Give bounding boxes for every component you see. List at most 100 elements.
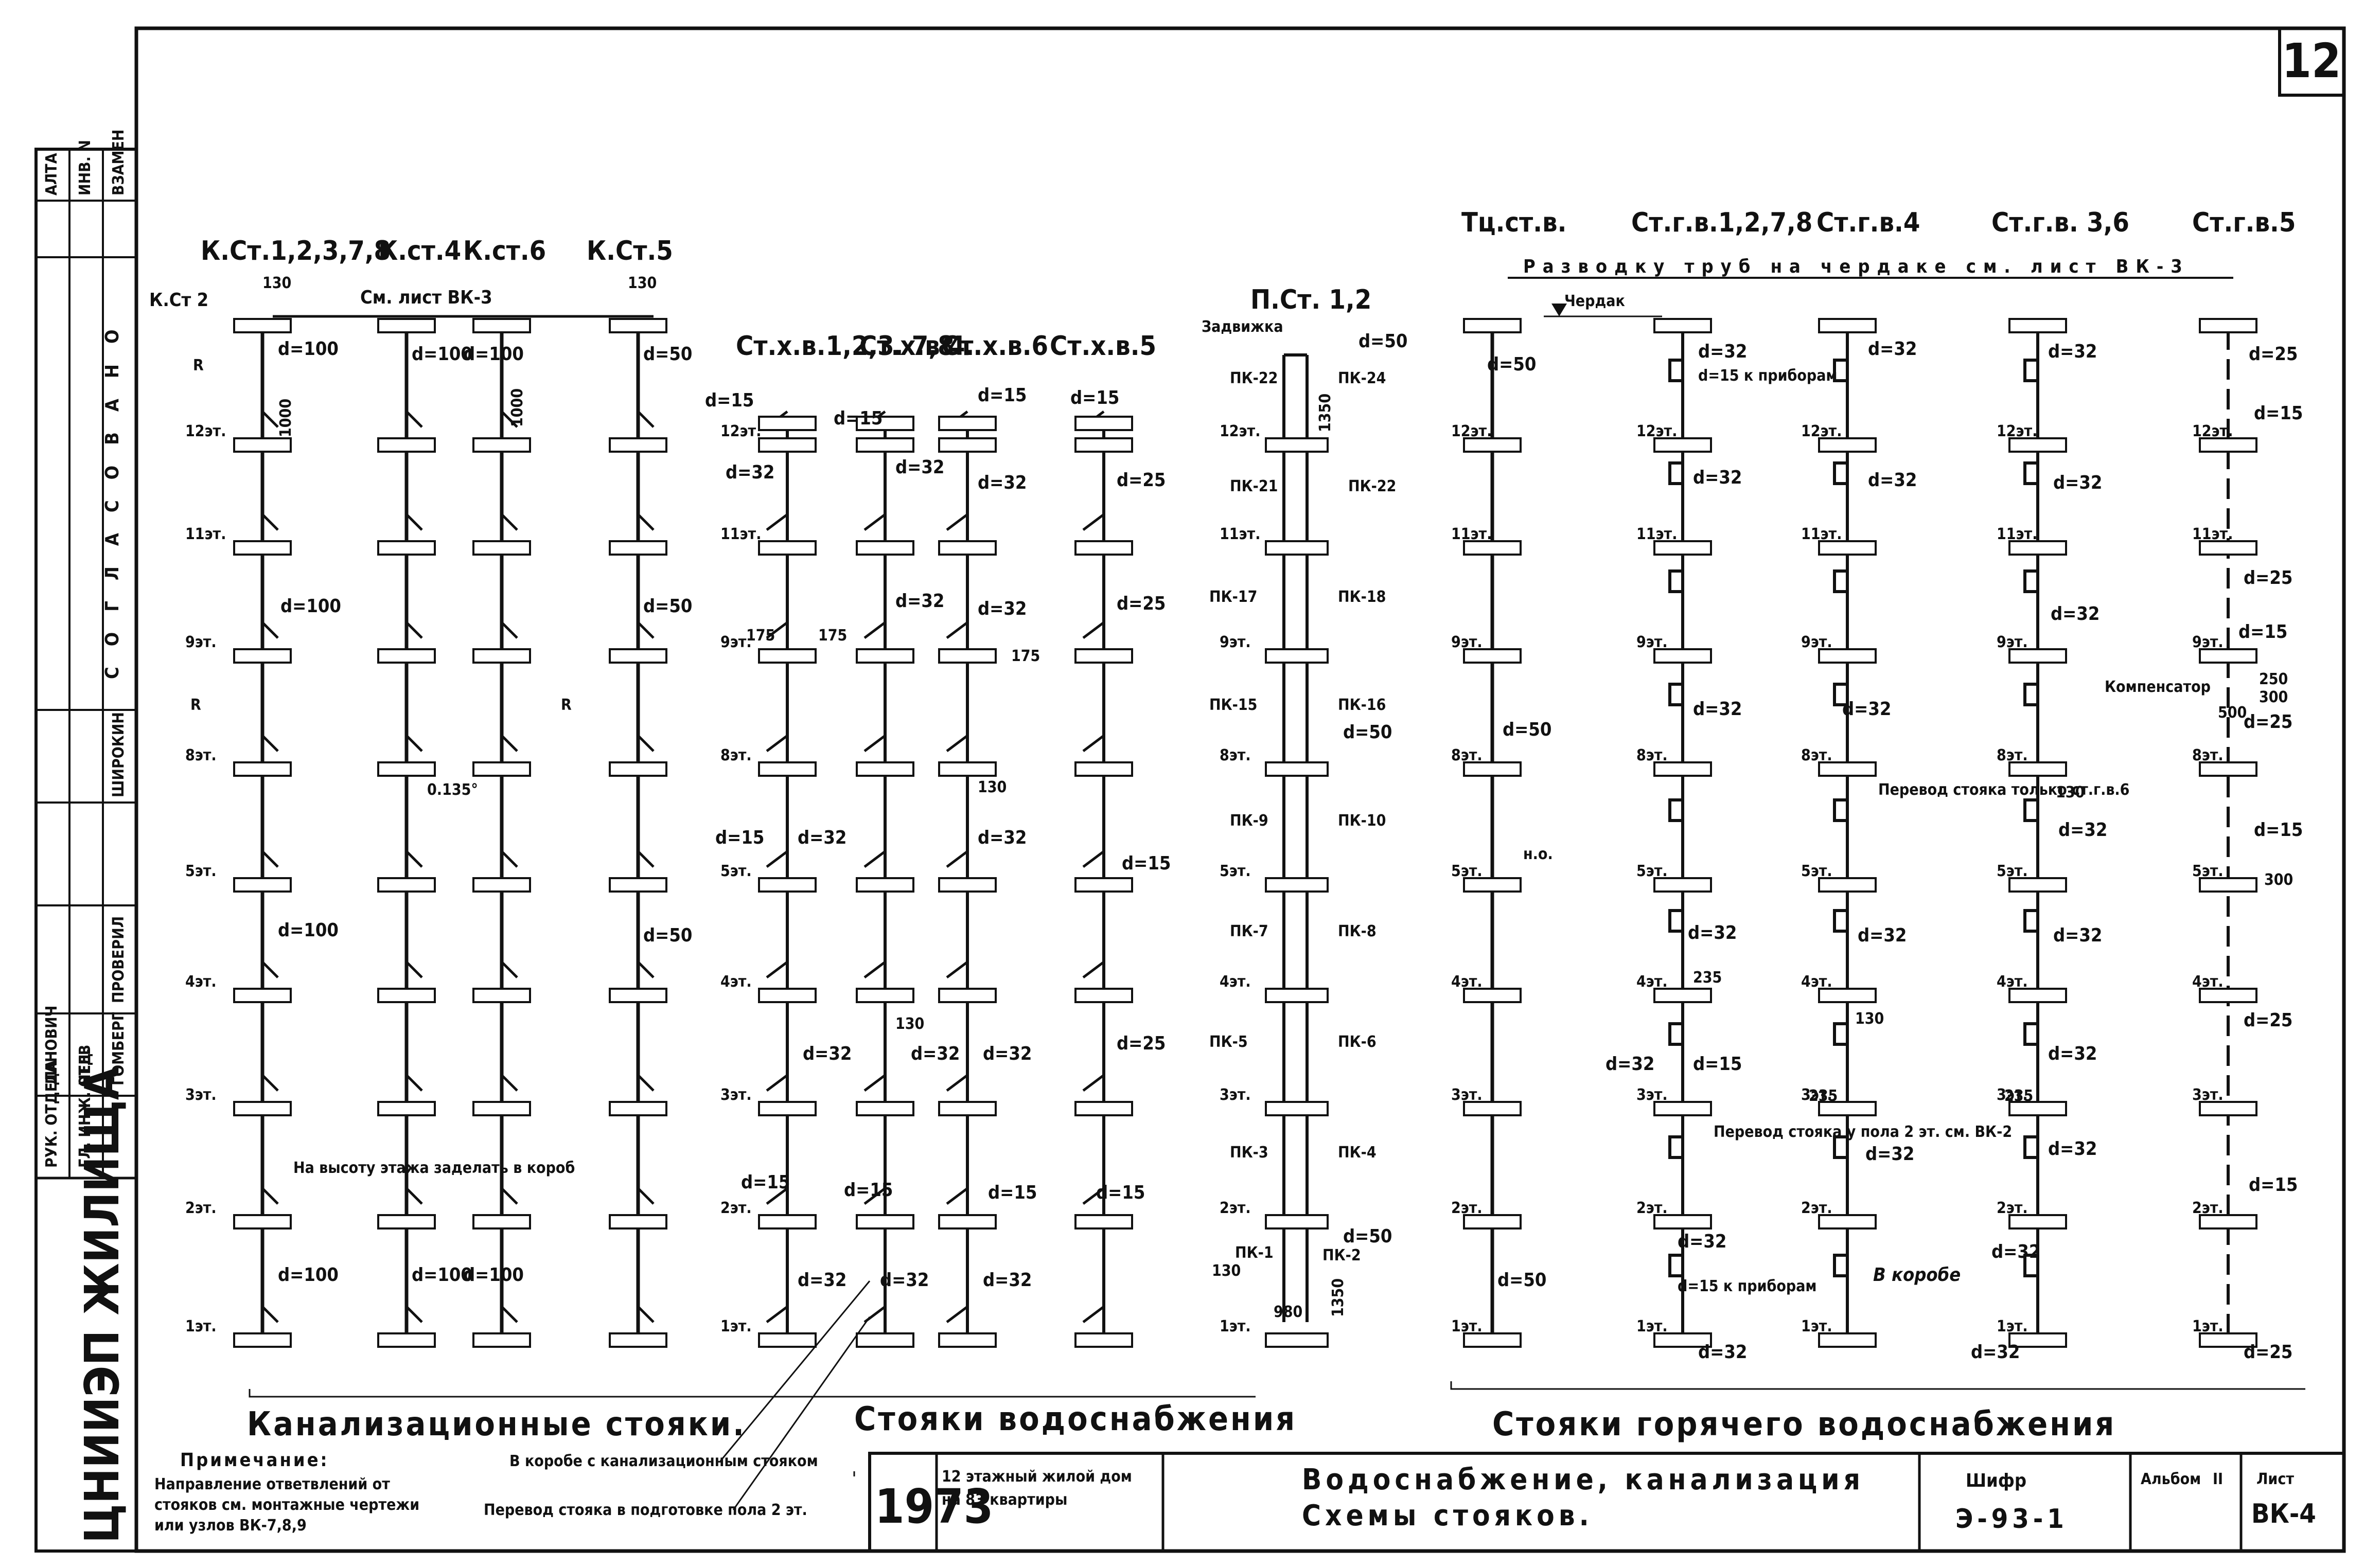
compensator-label: Компенсатор — [2105, 678, 2211, 696]
drawing-title-2: Схемы стояков. — [1302, 1499, 1593, 1533]
sewer-d-2: d=100 — [412, 344, 472, 365]
cold-riser-2-branch-7 — [863, 1187, 886, 1205]
cold-riser-3-branch-3 — [946, 735, 968, 752]
cold-riser-3-slab-8 — [938, 1332, 997, 1348]
hot-col-5: Ст.г.в.5 — [2192, 207, 2296, 238]
hot-riser-3-slab-3 — [1818, 761, 1877, 777]
cold-riser-3-slab-3 — [938, 761, 997, 777]
sewer-top-note: См. лист ВК-3 — [360, 287, 492, 308]
sewer-riser-1-branch-6 — [261, 1074, 279, 1092]
cold-d-20: d=15 — [741, 1172, 790, 1193]
fire-dim-2: 980 — [1274, 1303, 1302, 1321]
hot-riser-3-roof — [1818, 318, 1877, 333]
pk-left-9: ПК-1 — [1235, 1244, 1274, 1262]
hot-riser-3-loop-8 — [1833, 1254, 1847, 1277]
cold-riser-1-slab-8 — [758, 1332, 817, 1348]
sewer-riser-1-slab-4 — [233, 877, 292, 893]
sewer-riser-2-slab-7 — [377, 1214, 436, 1230]
hot-d-28: d=25 — [2249, 344, 2298, 365]
fire-valve: Задвижка — [1202, 318, 1283, 336]
approval-role-2: ГЛ. ИНЖ. ОТД. — [76, 1048, 94, 1168]
hot-d-15: d=32 — [1868, 470, 1917, 491]
sewer-d-8: d=100 — [412, 1264, 472, 1286]
sewer-riser-3-branch-5 — [501, 961, 518, 978]
drawing-title-1: Водоснабжение, канализация — [1302, 1463, 1864, 1496]
cold-riser-4-branch-7 — [1082, 1187, 1105, 1205]
hot-riser-4-loop-4 — [2023, 798, 2038, 822]
sewer-d-1: d=100 — [278, 338, 339, 360]
hot-riser-3-slab-7 — [1818, 1214, 1877, 1230]
sewer-riser-1-branch-3 — [261, 735, 279, 752]
sidebar: ЦНИИЭП ЖИЛИЩА СОГЛАСОВАНО РУК. ОТДЕЛА ГЛ… — [34, 129, 138, 1553]
hot-d-2: d=50 — [1503, 719, 1551, 740]
floor-label: 9эт. — [720, 633, 752, 651]
cold-riser-1-branch-6 — [766, 1074, 788, 1092]
sewer-riser-4 — [609, 318, 667, 1348]
hot-riser-3-slab-1 — [1818, 540, 1877, 556]
title-building-1: 12 этажный жилой дом — [942, 1468, 1132, 1486]
fire-title: П.Ст. 1,2 — [1250, 284, 1371, 315]
sewer-riser-2-branch-7 — [405, 1187, 423, 1205]
sewer-riser-1-branch-2 — [261, 621, 279, 639]
hot-riser-2-loop-0 — [1668, 359, 1683, 382]
sewer-floor-note: На высоту этажа заделать в короб — [293, 1159, 575, 1177]
floor-label: 5эт. — [720, 862, 752, 880]
sewer-riser-2-branch-4 — [405, 850, 423, 868]
sewer-riser-3-branch-4 — [501, 850, 518, 868]
cold-riser-1-slab-3 — [758, 761, 817, 777]
floor-label: 2эт. — [185, 1199, 217, 1217]
cold-riser-1-branch-4 — [766, 850, 788, 868]
cold-d-17: d=32 — [911, 1043, 960, 1064]
floor-label: 1эт. — [720, 1317, 752, 1335]
fire-d50c: d=50 — [1343, 1226, 1392, 1247]
cold-riser-4-branch-5 — [1082, 961, 1105, 978]
sewer-riser-2-branch-1 — [405, 513, 423, 531]
cold-d-21: d=15 — [844, 1180, 893, 1201]
floor-label: 12эт. — [720, 422, 761, 440]
hot-riser-1-slab-4 — [1463, 877, 1522, 893]
hot-riser-1-slab-5 — [1463, 988, 1522, 1003]
sewer-d-3: d=100 — [463, 344, 524, 365]
floor-label: 8эт. — [1451, 746, 1483, 764]
cold-riser-2-branch-1 — [863, 513, 886, 531]
cold-title: Стояки водоснабжения — [854, 1400, 1297, 1438]
hot-riser-1-slab-0 — [1463, 437, 1522, 453]
hot-d-6: d=32 — [1693, 467, 1742, 488]
hot-riser-2-loop-2 — [1668, 569, 1683, 593]
top-cell-3: ВЗАМЕН — [110, 129, 128, 195]
sewer-col-4: К.Ст.5 — [587, 236, 673, 266]
cold-riser-4-slab-7 — [1074, 1214, 1133, 1230]
pk-left-7: ПК-5 — [1209, 1033, 1248, 1051]
top-cell-2: ИНВ. N — [76, 140, 94, 195]
hot-riser-1 — [1463, 318, 1522, 1348]
cold-d-23: d=15 — [1096, 1182, 1145, 1203]
hot-d-25: d=32 — [2048, 1138, 2097, 1160]
sewer-riser-1-slab-8 — [233, 1332, 292, 1348]
sewer-riser-2-branch-8 — [405, 1306, 423, 1323]
cold-riser-3-slab-7 — [938, 1214, 997, 1230]
hot-col-1: Тц.ст.в. — [1461, 207, 1566, 238]
fire-section: П.Ст. 1,2 Задвижка d=50 d=50 d=50 ПК-22 … — [1202, 284, 1407, 1348]
album-value: II — [2213, 1470, 2223, 1488]
sheet-label: Лист — [2256, 1470, 2294, 1488]
sewer-riser-1-roof — [233, 318, 292, 333]
cold-riser-1-slab-7 — [758, 1214, 817, 1230]
floor-label: 3эт. — [1801, 1086, 1832, 1104]
sewer-riser-1-branch-0 — [261, 411, 279, 428]
hot-d-31: d=15 — [2238, 621, 2287, 643]
hot-d-36: d=25 — [2244, 1342, 2292, 1363]
hot-riser-2-loop-8 — [1668, 1254, 1683, 1277]
sewer-riser-1-slab-0 — [233, 437, 292, 453]
notes: Примечание: Направление ответвлений от с… — [154, 1280, 871, 1535]
hot-top-note: Разводку труб на чердаке см. лист ВК-3 — [1523, 256, 2190, 277]
floor-label: 4эт. — [720, 973, 752, 991]
fire-d50a: d=50 — [1359, 331, 1407, 352]
cold-riser-2-branch-4 — [863, 850, 886, 868]
cold-riser-2-branch-3 — [863, 735, 886, 752]
cold-riser-4-branch-8 — [1082, 1306, 1105, 1323]
hot-riser-3-loop-1 — [1833, 461, 1847, 485]
fire-slab-5 — [1265, 988, 1329, 1003]
hot-riser-2-slab-0 — [1653, 437, 1712, 453]
hot-riser-2-slab-3 — [1653, 761, 1712, 777]
